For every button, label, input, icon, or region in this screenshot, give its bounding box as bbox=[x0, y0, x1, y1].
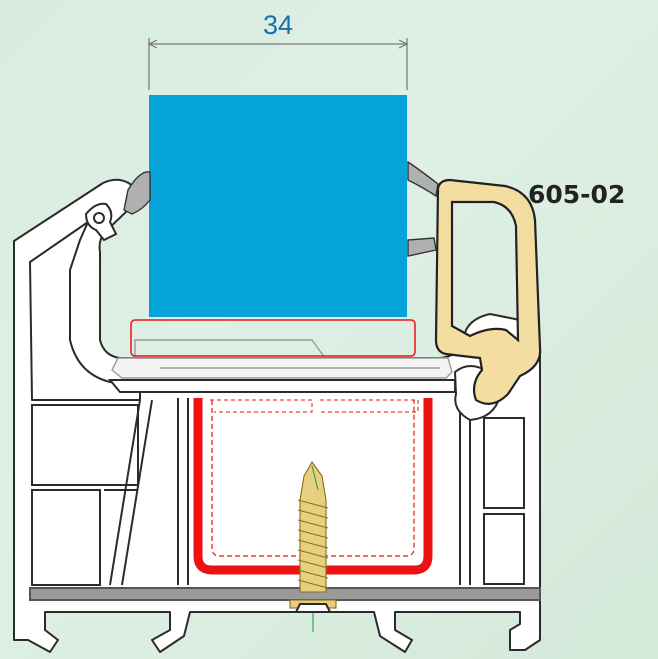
glazing-gaskets bbox=[123, 160, 439, 257]
frame-feet bbox=[294, 603, 332, 613]
glass-edge-spacer bbox=[130, 319, 416, 357]
profile-code-label: 605-02 bbox=[528, 180, 626, 209]
left-gasket-clip bbox=[84, 202, 118, 242]
setting-block bbox=[111, 339, 453, 379]
glazing-bead-605-02 bbox=[434, 178, 542, 405]
dimension-line bbox=[147, 38, 409, 90]
glazing-thickness-dimension: 34 bbox=[262, 10, 294, 40]
glass-pane bbox=[149, 95, 407, 317]
frame-chambers bbox=[29, 398, 541, 601]
